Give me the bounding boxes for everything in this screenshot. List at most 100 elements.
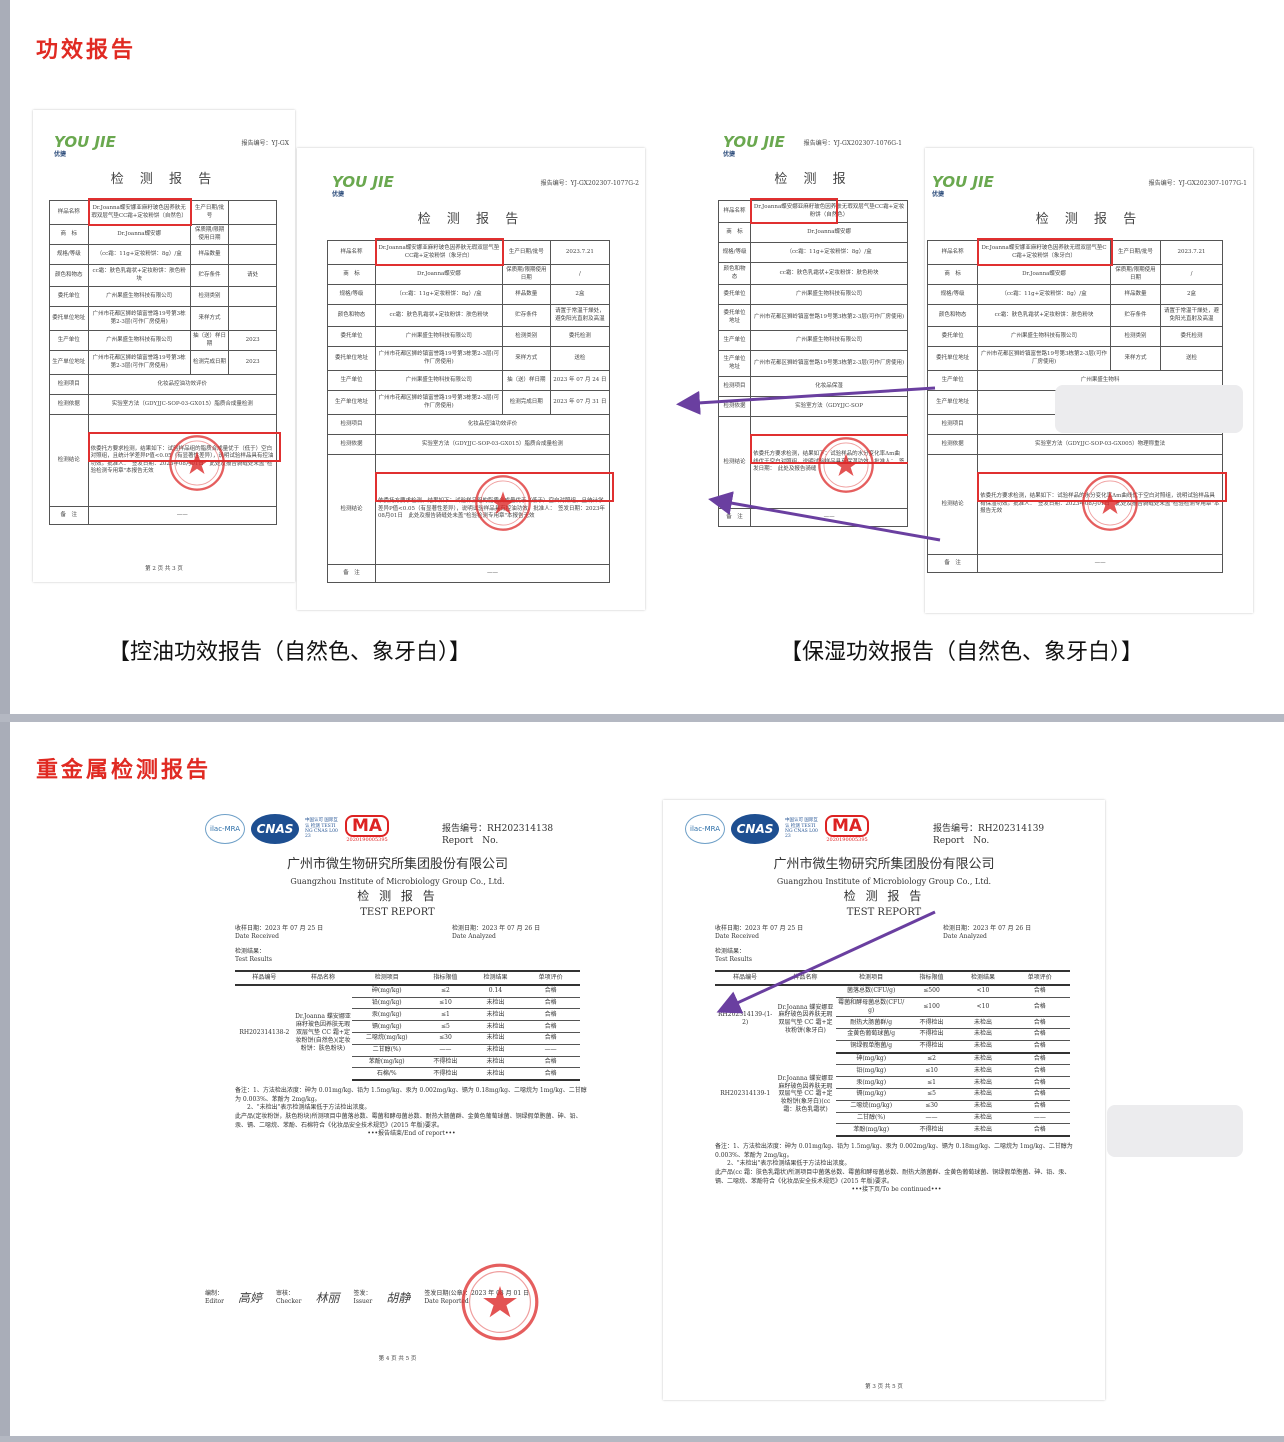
cell: <10 (956, 997, 1010, 1018)
v: 收样日期：2023 年 07 月 25 日 (235, 925, 324, 932)
header-row: 样品编号样品名称检测项目指标限值检测结果单项评价 (235, 970, 580, 986)
cell: 不得检出 (421, 1056, 470, 1069)
column-header: 检测结果 (469, 970, 522, 986)
cell-value: 2023.7.21 (1160, 240, 1223, 265)
cell-label: 生产单位地址 (327, 390, 376, 415)
label-en: Issuer (353, 1297, 373, 1305)
cell: 砷(mg/kg) (352, 984, 422, 998)
cell-label: 来样方式 (501, 346, 551, 371)
test-results-label: 检测结果：Test Results (235, 948, 272, 964)
section-divider (0, 714, 1284, 722)
highlight-box-sample-name (750, 198, 838, 224)
table-row: 委托单位广州果盛生物科技有限公司检测类别委托检测 (926, 326, 1223, 347)
notes: 备注：1、方法检出浓度：砷为 0.01mg/kg、铅为 1.5mg/kg、汞为 … (715, 1143, 1078, 1195)
cell-value: 依委托方要求检测，结果如下：试验样品的水分变化率Δm曲线优于空白对照组，说明试验… (977, 454, 1223, 555)
report-number: 报告编号：RH202314138 (442, 824, 554, 834)
note-line: 2、"未检出"表示检测结果低于方法检出浓度。 (715, 1160, 851, 1168)
cell: ≤1 (421, 1008, 470, 1022)
cell: 未检出 (956, 1112, 1010, 1125)
label-en: Checker (276, 1297, 302, 1305)
table-row: 备 注—— (327, 564, 611, 583)
cell: 铜绿假单胞菌/g (835, 1040, 907, 1054)
cell: 汞(mg/kg) (352, 1008, 422, 1022)
report-title: 检 测 报 告 (110, 172, 218, 187)
caption-oil-control: 【控油功效报告（自然色、象牙白）】 (108, 640, 472, 665)
cell: 合格 (521, 1067, 580, 1082)
official-seal (460, 1262, 540, 1342)
page-number: 第 3 页 共 5 页 (865, 1384, 903, 1390)
v: Test Results (235, 955, 272, 963)
cell: 合格 (1009, 984, 1070, 998)
handwritten-signature: 林丽 (315, 1290, 340, 1305)
cma-number: 2020190005395 (826, 837, 868, 844)
table-row: 备 注—— (926, 554, 1223, 573)
table-row: 苯酚(mg/kg)不得检出未检出合格 (715, 1123, 1070, 1138)
cell: 不得检出 (906, 1028, 957, 1041)
sample-id: RH202314139-(1-2) (718, 1011, 773, 1027)
cell: 不得检出 (906, 1016, 957, 1029)
cell: 二噁烷(mg/kg) (352, 1032, 422, 1045)
report-title: 检 测 报 告 (1035, 212, 1143, 227)
cell: 未检出 (956, 1100, 1010, 1113)
table-row: 二甘醇(%)——未检出—— (235, 1044, 580, 1057)
v: 检测结果： (715, 948, 746, 955)
cell: 未检出 (956, 1040, 1010, 1054)
org-name-cn: 广州市微生物研究所集团股份有限公司 (286, 857, 508, 872)
cell: 菌落总数(CFU/g) (835, 984, 907, 998)
logo-sub: 优捷 (332, 190, 345, 198)
cell-value: 送检 (1160, 346, 1223, 371)
v: Date Received (235, 932, 279, 940)
cell: 苯酚(mg/kg) (352, 1056, 422, 1069)
column-header: 单项评价 (521, 970, 580, 986)
sample-name: Dr.Joanna 蝶安娜亚麻籽玻色因养肤无瑕双层气垫 CC 霜+定妆粉饼(自然… (295, 1013, 351, 1052)
report-title: 检 测 报 (774, 172, 852, 187)
cell: ≤100 (906, 997, 957, 1018)
logo-text: YOU JIE (332, 173, 394, 191)
cell: ≤30 (906, 1100, 957, 1113)
cma-number: 2020190005395 (346, 837, 388, 844)
table-row: 二甘醇(%)——未检出—— (715, 1112, 1070, 1125)
cell-label: 检测依据 (926, 434, 979, 455)
report-number: 报告编号：RH202314139 (933, 824, 1045, 834)
cell: 合格 (1009, 1100, 1070, 1113)
caption-moisturizing: 【保湿功效报告（自然色、象牙白）】 (780, 640, 1144, 665)
cell: 未检出 (956, 1076, 1010, 1089)
report-number: 报告编号：YJ-GX (241, 140, 289, 147)
cell: ≤10 (906, 1064, 957, 1078)
v: Date Analyzed (943, 932, 987, 940)
org-name-en: Guangzhou Institute of Microbiology Grou… (776, 877, 992, 886)
cell-label: 样品名称 (327, 240, 376, 265)
cell: 合格 (521, 1020, 580, 1033)
cell: 未检出 (469, 1056, 522, 1069)
cell: 未检出 (956, 1123, 1010, 1138)
section-title-efficacy: 功效报告 (36, 38, 137, 63)
cell: 未检出 (956, 1064, 1010, 1078)
logo-text: YOU JIE (54, 133, 116, 151)
cell: 合格 (1009, 1123, 1070, 1138)
table-row: 生产单位广州果盛生物科技有限公司 (718, 330, 908, 351)
official-seal (474, 474, 532, 532)
cell: —— (421, 1044, 470, 1057)
cell: 合格 (521, 1056, 580, 1069)
signature-editor: 编制：Editor (205, 1290, 224, 1306)
cell-value: 广州市花都区狮岭镇富誉路19号第3栋第2-3层(可作厂房使用) (374, 346, 503, 371)
cell-value: —— (977, 554, 1223, 573)
